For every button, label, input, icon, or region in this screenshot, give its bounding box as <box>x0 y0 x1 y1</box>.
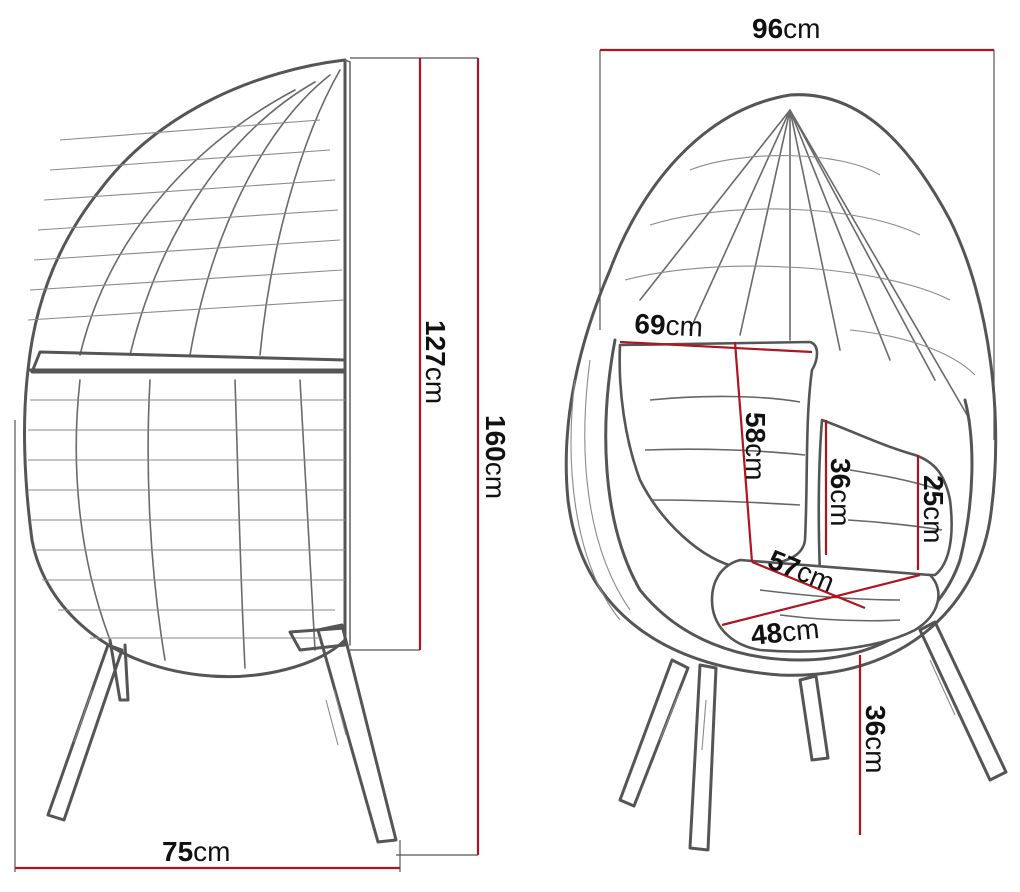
depth-dimension <box>14 420 401 872</box>
front-view-shell <box>564 93 998 677</box>
front-view-cushions <box>618 340 953 653</box>
depth-label: 75cm <box>162 836 230 867</box>
front-width-label: 96cm <box>752 13 820 44</box>
total-height-label: 160cm <box>480 415 511 499</box>
backrest-height-label: 58cm <box>740 412 771 480</box>
side-view-shell <box>23 58 351 679</box>
seat-width-line <box>721 573 921 627</box>
seat-width-label: 48cm <box>749 613 820 651</box>
backrest-width-line <box>619 340 813 354</box>
front-view: 96cm 69cm 58cm 36cm 25cm 57cm 48cm 36cm <box>564 13 1008 852</box>
shell-height-label: 127cm <box>420 320 451 404</box>
side-view-legs <box>46 623 398 844</box>
backrest-width-label: 69cm <box>634 308 704 343</box>
seat-depth-line <box>751 560 866 610</box>
side-view: 127cm 160cm 75cm <box>14 57 511 872</box>
total-height-dimension <box>396 58 480 856</box>
front-view-legs <box>618 620 1008 852</box>
backrest-height-line <box>733 341 754 563</box>
seat-height-label: 36cm <box>860 705 891 773</box>
armrest-height-label: 36cm <box>825 458 856 526</box>
side-cushion-height-label: 25cm <box>918 475 949 543</box>
shell-height-dimension <box>350 57 478 651</box>
front-width-dimension <box>599 48 995 440</box>
